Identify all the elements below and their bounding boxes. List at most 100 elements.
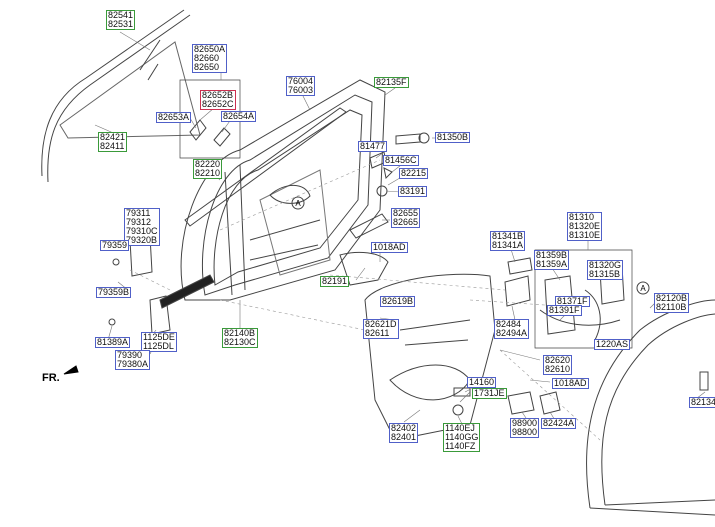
label-line: 1140GG — [445, 432, 479, 442]
regulator-parts — [452, 387, 561, 416]
door-glass — [41, 9, 201, 183]
label-line: 1018AD — [554, 378, 587, 388]
door-frame — [180, 79, 386, 301]
label-lock-d[interactable]: 81391F — [547, 305, 582, 316]
label-line: 82619B — [382, 296, 414, 306]
label-outer-strip[interactable]: 82140B 82130C — [222, 328, 258, 348]
label-trim[interactable]: 82402 82401 — [389, 423, 419, 443]
assembly-guides — [129, 159, 601, 441]
label-line: 83191 — [400, 186, 426, 196]
label-line: 1125DE — [143, 332, 175, 342]
lock-assembly — [504, 249, 633, 349]
label-regulator-b[interactable]: 82424A — [541, 418, 577, 429]
label-latch-b[interactable]: 82484 82494A — [494, 319, 530, 339]
label-line: 81477 — [360, 141, 386, 151]
label-glass[interactable]: 82541 82531 — [106, 10, 136, 30]
label-regulator[interactable]: 98900 98800 — [510, 418, 540, 438]
label-lock-e[interactable]: 1220AS — [594, 339, 631, 350]
label-bolt-c[interactable]: 81389A — [95, 337, 131, 348]
label-hinge-group[interactable]: 79311 79312 79310C 79320B — [124, 208, 160, 246]
label-hinge-bolt-b[interactable]: 1731JE — [472, 388, 507, 399]
label-line: 81310 — [569, 212, 595, 222]
label-line: 79390 — [117, 350, 143, 360]
label-line: 82650A — [194, 44, 226, 54]
label-line: 82134 — [691, 397, 715, 407]
label-line: 1220AS — [596, 339, 629, 349]
label-handle-d[interactable]: 82215 — [399, 168, 429, 179]
label-clip[interactable]: 82135F — [374, 77, 409, 88]
label-handle-a[interactable]: 81477 — [358, 141, 388, 152]
section-marker-left: A — [295, 199, 301, 208]
label-line: 81310E — [569, 230, 601, 240]
label-module-right[interactable]: 82654A — [221, 111, 257, 122]
label-lock-a[interactable]: 81359B 81359A — [534, 250, 570, 270]
label-line: 98900 — [512, 418, 538, 428]
label-panel-a[interactable]: 82621D 82611 — [363, 319, 399, 339]
label-line: 81371F — [557, 296, 588, 306]
label-line: 82620 — [545, 355, 571, 365]
label-line: 81320G — [589, 260, 622, 270]
label-bolt-e[interactable]: 1018AD — [552, 378, 589, 389]
label-line: 76004 — [288, 76, 314, 86]
label-line: 79311 — [126, 208, 151, 218]
label-line: 82653A — [158, 112, 190, 122]
label-screw[interactable]: 1140EJ 1140GG 1140FZ — [443, 423, 481, 452]
label-handle-c[interactable]: 81456C — [383, 155, 419, 166]
label-lock-top[interactable]: 81310 81320E 81310E — [567, 212, 603, 241]
label-hinge-bolt[interactable]: 14160 — [467, 377, 497, 388]
leader-lines — [94, 31, 706, 425]
belt-moulding — [184, 107, 347, 227]
label-line: 81350B — [437, 132, 469, 142]
label-line: 82110B — [656, 302, 687, 312]
label-line: 82220 — [195, 159, 221, 169]
label-line: 76003 — [288, 85, 314, 95]
front-arrow-icon — [63, 365, 79, 375]
label-line: 1018AD — [373, 242, 406, 252]
label-bolt-b[interactable]: 79359B — [96, 287, 132, 298]
label-line: 82665 — [393, 217, 419, 227]
label-bolt-d[interactable]: 1018AD — [371, 242, 408, 253]
front-direction-label: FR. — [42, 372, 60, 384]
label-module-red[interactable]: 82652B 82652C — [200, 90, 236, 110]
label-line: 82531 — [108, 19, 134, 29]
label-door-seal-clip[interactable]: 82134 — [689, 397, 715, 408]
label-line: 1125DL — [143, 341, 174, 351]
label-module-left[interactable]: 82653A — [156, 112, 192, 123]
label-line: 82610 — [545, 364, 571, 374]
label-hinge-lower-b[interactable]: 79390 79380A — [115, 350, 151, 370]
label-door-seal[interactable]: 82120B 82110B — [654, 293, 690, 313]
label-hinge-lower[interactable]: 1125DE 1125DL — [141, 332, 177, 352]
label-lock-b[interactable]: 81320G 81315B — [587, 260, 624, 280]
label-line: 82120B — [656, 293, 688, 303]
label-line: 81359B — [536, 250, 568, 260]
label-handle-f[interactable]: 82655 82665 — [391, 208, 421, 228]
label-weatherstrip[interactable]: 76004 76003 — [286, 76, 316, 96]
label-handle-b[interactable]: 81350B — [435, 132, 471, 143]
label-handle-e[interactable]: 83191 — [398, 186, 428, 197]
label-line: 82135F — [376, 77, 407, 87]
label-rail-a[interactable]: 82620 82610 — [543, 355, 573, 375]
label-latch-a[interactable]: 81341B 81341A — [490, 231, 526, 251]
label-glass-lower[interactable]: 82421 82411 — [98, 132, 128, 152]
label-line: 82654A — [223, 111, 255, 121]
label-bolt-a[interactable]: 79359 — [100, 240, 130, 251]
label-line: 82140B — [224, 328, 256, 338]
label-line: 81315B — [589, 269, 621, 279]
label-line: 82655 — [393, 208, 419, 218]
label-line: 82191 — [322, 276, 348, 286]
label-line: 79359B — [98, 287, 130, 297]
label-line: 98800 — [512, 427, 538, 437]
label-module-top[interactable]: 82650A 82660 82650 — [192, 44, 228, 73]
label-line: 82402 — [391, 423, 417, 433]
label-grommet[interactable]: 82191 — [320, 276, 350, 287]
label-line: 79310C — [126, 226, 158, 236]
label-line: 82411 — [100, 141, 125, 151]
label-line: 82652C — [202, 99, 234, 109]
label-line: 81389A — [97, 337, 129, 347]
section-marker-circle-left — [291, 196, 305, 210]
label-line: 81456C — [385, 155, 417, 165]
label-line: 82660 — [194, 53, 220, 63]
label-line: 79359 — [102, 240, 128, 250]
label-belt[interactable]: 82220 82210 — [193, 159, 223, 179]
label-seal-a[interactable]: 82619B — [380, 296, 416, 307]
